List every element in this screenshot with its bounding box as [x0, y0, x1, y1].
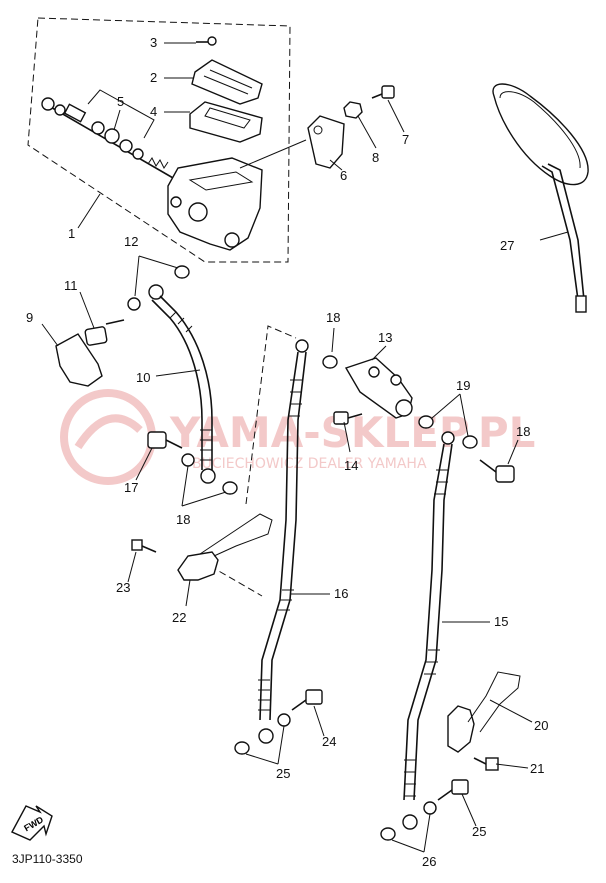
callout-27: 27	[500, 238, 514, 253]
callout-20: 19	[456, 378, 470, 393]
part-piston-kit-5	[41, 89, 181, 183]
part-bolt-17	[147, 431, 183, 449]
watermark-name: YAMA-SKLEP.PL	[169, 408, 535, 457]
part-mirror-27	[492, 83, 589, 313]
part-washer-18a	[181, 453, 195, 467]
callout-4: 4	[150, 104, 157, 119]
callout-22: 21	[530, 761, 544, 776]
part-washer-26a	[234, 741, 250, 755]
part-bolt-24	[131, 539, 157, 553]
part-brake-hose-16	[258, 339, 309, 744]
part-bracket-21	[447, 671, 521, 753]
callout-18a: 18	[326, 310, 340, 325]
callout-25b: 25	[472, 824, 486, 839]
part-nut-8	[343, 101, 363, 119]
part-bolt-14	[333, 411, 363, 425]
callout-15: 15	[494, 614, 508, 629]
callout-23: 22	[172, 610, 186, 625]
part-master-cylinder-body	[167, 157, 263, 251]
leader-lines	[41, 42, 569, 827]
part-brake-hose-10	[148, 284, 216, 484]
fwd-arrow-icon: FWD	[11, 805, 53, 841]
part-bolt-25a	[291, 689, 323, 711]
callout-16: 16	[334, 586, 348, 601]
part-clamp-6	[307, 115, 345, 169]
part-cover-9	[55, 333, 103, 387]
callout-1: 1	[68, 226, 75, 241]
callout-24: 23	[116, 580, 130, 595]
guide-line-a	[245, 325, 297, 505]
part-bracket-23	[177, 513, 273, 581]
part-washer-20a	[418, 415, 434, 429]
callout-17: 17	[124, 480, 138, 495]
part-bolt-11	[84, 319, 125, 346]
callout-26a: 25	[276, 766, 290, 781]
part-washer-18c	[322, 355, 338, 369]
callout-5: 5	[117, 94, 124, 109]
callout-8: 8	[372, 150, 379, 165]
callout-25a: 24	[322, 734, 336, 749]
callout-labels: 3 2 4 5 1 6 7 8 27 12 9 11 10 18 13 19 1…	[26, 35, 548, 869]
part-washer-26d	[423, 801, 437, 815]
callout-7: 7	[402, 132, 409, 147]
part-bolt-7	[371, 85, 395, 99]
part-bolt-19	[479, 459, 515, 483]
guide-line-b	[209, 565, 263, 597]
master-cylinder-group-box	[27, 17, 291, 263]
part-bolt-25b	[437, 779, 469, 801]
part-washer-26c	[380, 827, 396, 841]
callout-19: 18	[516, 424, 530, 439]
callout-3: 3	[150, 35, 157, 50]
callout-21: 20	[534, 718, 548, 733]
callout-13: 13	[378, 330, 392, 345]
callout-2: 2	[150, 70, 157, 85]
watermark-subtitle: BUCIECHOWICZ DEALER YAMAHA	[192, 456, 427, 472]
part-washer-18b	[222, 481, 238, 495]
part-washer-20b	[462, 435, 478, 449]
part-reservoir-cap-2	[191, 59, 263, 105]
part-brake-hose-15	[402, 431, 455, 830]
part-bolt-22	[473, 757, 499, 771]
callout-11: 11	[64, 278, 78, 293]
part-washer-26b	[277, 713, 291, 727]
part-joint-13	[344, 357, 413, 419]
part-washer-12	[174, 265, 190, 279]
callout-14: 14	[344, 458, 358, 473]
callout-18b: 18	[176, 512, 190, 527]
callout-26b: 26	[422, 854, 436, 869]
callout-6: 6	[340, 168, 347, 183]
part-screw-3	[196, 36, 217, 46]
callout-9: 9	[26, 310, 33, 325]
callout-10: 10	[136, 370, 150, 385]
part-code: 3JP110-3350	[12, 852, 83, 866]
callout-12: 12	[124, 234, 138, 249]
